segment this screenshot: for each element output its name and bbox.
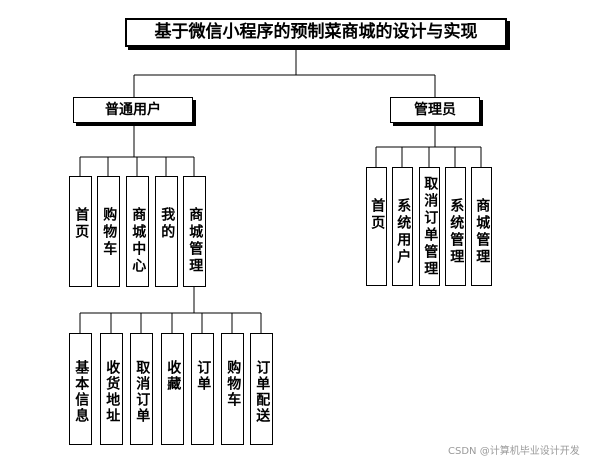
group-node-regular-user: 普通用户: [73, 97, 193, 123]
mall-node-shipping-address: 收货地址: [100, 333, 123, 445]
user-node-home: 首页: [69, 176, 92, 287]
mall-node-cart: 购物车: [221, 333, 244, 445]
admin-node-system-management: 系统管理: [445, 167, 466, 286]
mall-node-orders: 订单: [191, 333, 214, 445]
mall-node-basic-info: 基本信息: [69, 333, 92, 445]
user-node-mall-center: 商城中心: [126, 176, 149, 287]
user-node-mine: 我的: [155, 176, 178, 287]
user-node-mall-management: 商城管理: [183, 176, 206, 287]
admin-node-system-users: 系统用户: [392, 167, 413, 286]
user-node-cart: 购物车: [97, 176, 120, 287]
mall-node-order-delivery: 订单配送: [250, 333, 273, 445]
admin-node-cancel-order-management: 取消订单管理: [419, 167, 440, 286]
mall-node-cancel-order: 取消订单: [130, 333, 153, 445]
admin-node-home: 首页: [366, 167, 387, 286]
admin-node-mall-management: 商城管理: [471, 167, 492, 286]
mall-node-favorites: 收藏: [161, 333, 184, 445]
diagram-title: 基于微信小程序的预制菜商城的设计与实现: [125, 18, 507, 47]
watermark-text: CSDN @计算机毕业设计开发: [448, 446, 580, 457]
group-node-administrator: 管理员: [390, 97, 480, 123]
